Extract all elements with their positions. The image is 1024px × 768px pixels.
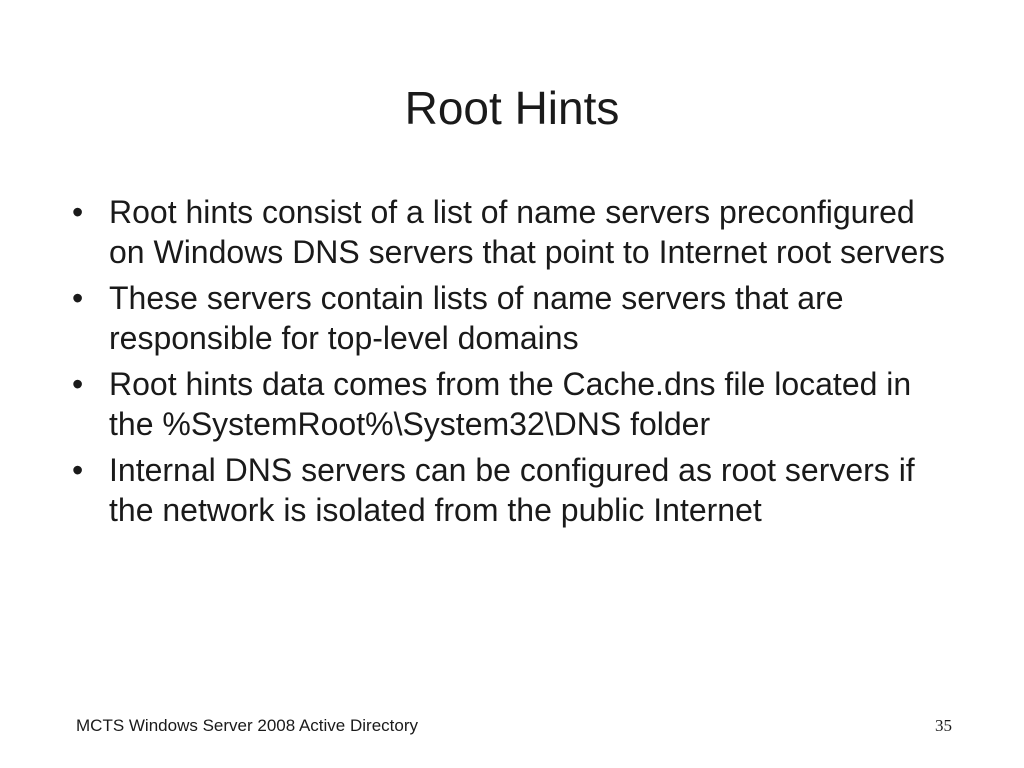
bullet-item: • Root hints consist of a list of name s… xyxy=(72,192,952,272)
bullet-item: • Internal DNS servers can be configured… xyxy=(72,450,952,530)
slide-page-number: 35 xyxy=(935,716,952,735)
bullet-marker: • xyxy=(72,452,84,488)
footer-course-title: MCTS Windows Server 2008 Active Director… xyxy=(76,716,418,735)
slide-title: Root Hints xyxy=(404,82,620,134)
bullet-text: These servers contain lists of name serv… xyxy=(109,280,844,356)
bullet-list: • Root hints consist of a list of name s… xyxy=(72,192,952,536)
bullet-marker: • xyxy=(72,366,84,402)
bullet-text: Root hints consist of a list of name ser… xyxy=(109,194,945,270)
bullet-marker: • xyxy=(72,194,84,230)
bullet-marker: • xyxy=(72,280,84,316)
bullet-text: Root hints data comes from the Cache.dns… xyxy=(109,366,912,442)
bullet-item: • These servers contain lists of name se… xyxy=(72,278,952,358)
bullet-item: • Root hints data comes from the Cache.d… xyxy=(72,364,952,444)
bullet-text: Internal DNS servers can be configured a… xyxy=(109,452,915,528)
